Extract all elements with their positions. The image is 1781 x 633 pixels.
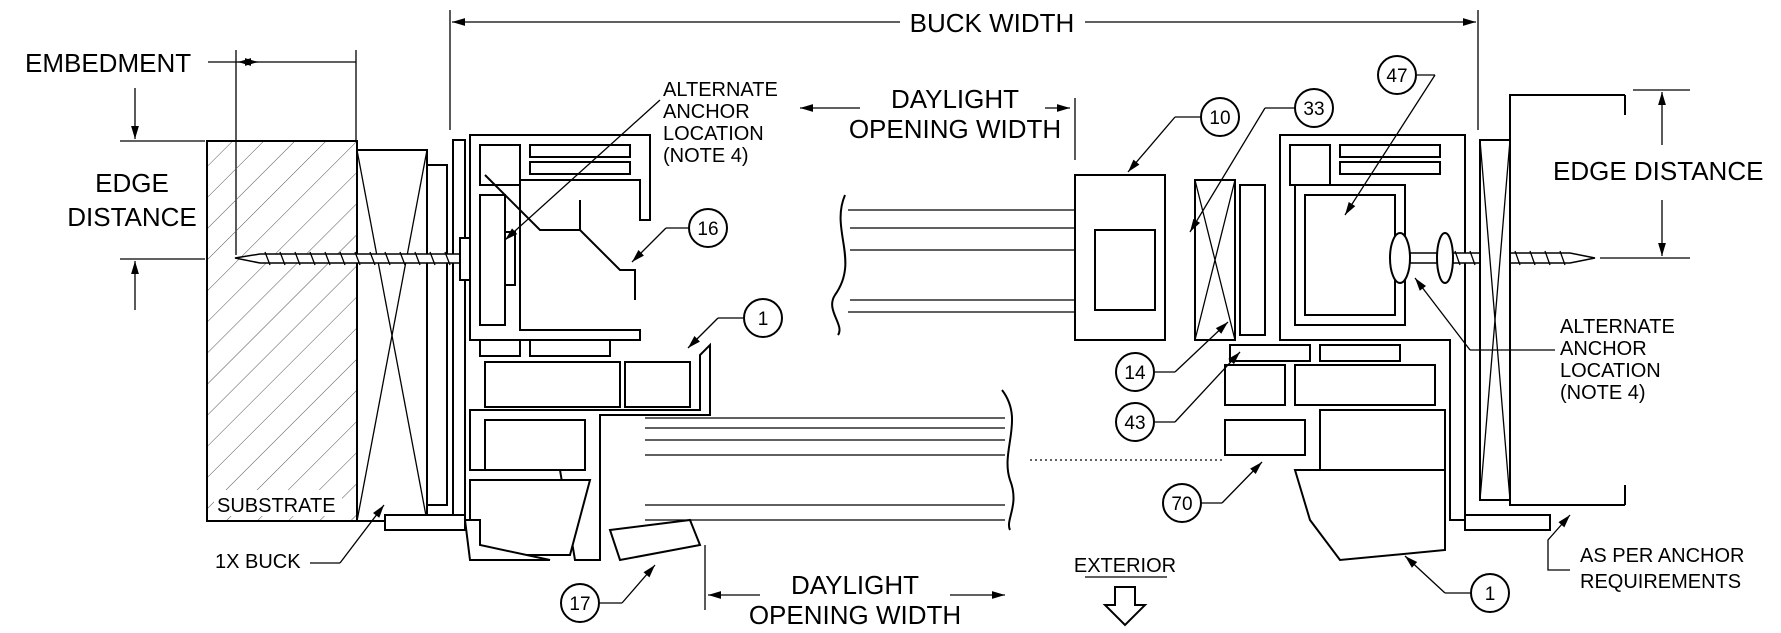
alt-anchor-right-line4: (NOTE 4) bbox=[1560, 382, 1646, 404]
callout-14-label: 14 bbox=[1124, 363, 1146, 384]
alt-anchor-left-line1: ALTERNATE bbox=[663, 79, 778, 101]
left-frame-profile bbox=[384, 134, 711, 562]
buck-label: 1X BUCK bbox=[215, 551, 301, 573]
buck-width-dimension: BUCK WIDTH bbox=[449, 8, 1479, 130]
alt-anchor-left-line2: ANCHOR bbox=[663, 101, 750, 123]
daylight-bottom-line1: DAYLIGHT bbox=[791, 570, 919, 600]
callout-14: 14 bbox=[1115, 321, 1229, 392]
upper-glass-panel bbox=[831, 174, 1266, 341]
callout-10-label: 10 bbox=[1209, 108, 1230, 129]
callout-17: 17 bbox=[560, 564, 656, 623]
callout-33: 33 bbox=[1189, 88, 1334, 233]
callout-1-left-label: 1 bbox=[758, 309, 769, 330]
callout-16-label: 16 bbox=[697, 219, 718, 240]
callout-47: 47 bbox=[1344, 55, 1436, 216]
callout-1-left: 1 bbox=[687, 298, 783, 349]
daylight-bottom-dimension: DAYLIGHT OPENING WIDTH bbox=[704, 545, 1005, 630]
substrate-label: SUBSTRATE bbox=[217, 495, 336, 517]
callout-43: 43 bbox=[1115, 351, 1241, 442]
callout-1-right: 1 bbox=[1404, 555, 1510, 613]
left-anchor-screw bbox=[234, 231, 516, 286]
daylight-top-line1: DAYLIGHT bbox=[891, 84, 1019, 114]
edge-distance-right-label: EDGE DISTANCE bbox=[1553, 156, 1763, 186]
anchor-requirements: AS PER ANCHOR REQUIREMENTS bbox=[1547, 514, 1744, 593]
alt-anchor-right-line2: ANCHOR bbox=[1560, 338, 1647, 360]
exterior-indicator: EXTERIOR bbox=[1074, 555, 1176, 627]
substrate: SUBSTRATE bbox=[206, 140, 358, 522]
buck-block: 1X BUCK bbox=[215, 149, 448, 573]
edge-distance-right: EDGE DISTANCE bbox=[1553, 89, 1763, 259]
daylight-bottom-line2: OPENING WIDTH bbox=[749, 600, 961, 630]
callout-16: 16 bbox=[631, 208, 728, 263]
alt-anchor-left: ALTERNATE ANCHOR LOCATION (NOTE 4) bbox=[504, 79, 778, 241]
edge-label: EDGE bbox=[95, 168, 169, 198]
exterior-label: EXTERIOR bbox=[1074, 555, 1176, 577]
lower-glass-panel bbox=[645, 389, 1015, 531]
callout-17-label: 17 bbox=[569, 594, 590, 615]
right-frame-profile bbox=[1030, 134, 1551, 562]
anchor-req-line2: REQUIREMENTS bbox=[1580, 571, 1741, 593]
edge-distance-left: EDGE DISTANCE bbox=[67, 88, 205, 310]
callout-33-label: 33 bbox=[1303, 99, 1324, 120]
buck-width-label: BUCK WIDTH bbox=[910, 8, 1075, 38]
callout-1-right-label: 1 bbox=[1485, 584, 1496, 605]
down-arrow-icon bbox=[1102, 586, 1148, 627]
daylight-top-line2: OPENING WIDTH bbox=[849, 114, 1061, 144]
callout-70: 70 bbox=[1162, 461, 1263, 523]
alt-anchor-right-line1: ALTERNATE bbox=[1560, 316, 1675, 338]
alt-anchor-left-line4: (NOTE 4) bbox=[663, 145, 749, 167]
callout-70-label: 70 bbox=[1171, 494, 1192, 515]
callout-10: 10 bbox=[1127, 97, 1240, 173]
daylight-top-dimension: DAYLIGHT OPENING WIDTH bbox=[800, 84, 1076, 160]
callout-47-label: 47 bbox=[1386, 66, 1407, 87]
alt-anchor-right: ALTERNATE ANCHOR LOCATION (NOTE 4) bbox=[1414, 277, 1675, 404]
alt-anchor-right-line3: LOCATION bbox=[1560, 360, 1661, 382]
steel-channel bbox=[1479, 94, 1626, 506]
embedment-label: EMBEDMENT bbox=[25, 48, 191, 78]
distance-label: DISTANCE bbox=[67, 202, 197, 232]
alt-anchor-left-line3: LOCATION bbox=[663, 123, 764, 145]
callout-43-label: 43 bbox=[1124, 413, 1145, 434]
anchor-req-line1: AS PER ANCHOR bbox=[1580, 545, 1744, 567]
